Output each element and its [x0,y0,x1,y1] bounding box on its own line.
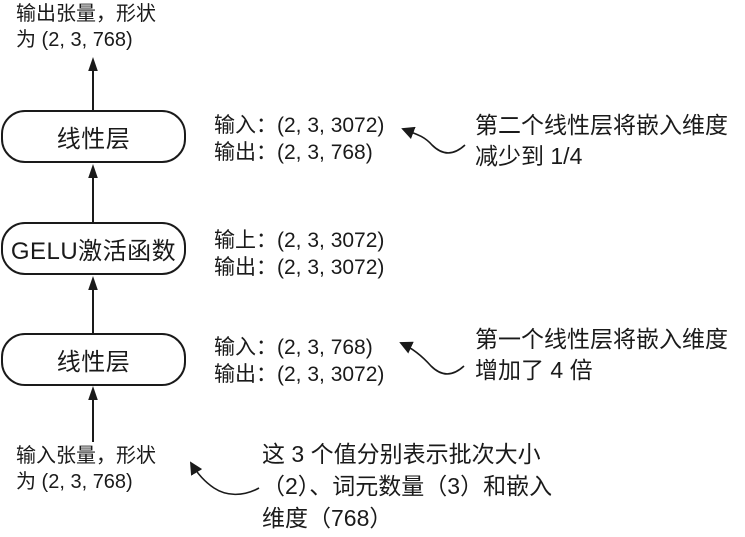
annotation-first-linear: 第一个线性层将嵌入维度 增加了 4 倍 [475,324,728,386]
output-tensor-label-line2: 为 (2, 3, 768) [16,29,133,51]
annotation-pointer-first-linear [399,341,465,375]
linear-layer-2-io-output: 输出：(2, 3, 768) [214,141,373,164]
annotation-tensor-shape-line3: 维度（768） [262,505,393,531]
linear-layer-2-io: 输入：(2, 3, 3072) 输出：(2, 3, 768) [214,112,384,166]
output-tensor-label-line1: 输出张量，形状 [16,3,156,25]
arrow-up-linear1-to-gelu [88,276,98,333]
output-tensor-label: 输出张量，形状 为 (2, 3, 768) [16,1,156,53]
gelu-activation-io-input: 输上：(2, 3, 3072) [214,229,385,252]
gelu-activation-box: GELU激活函数 [1,222,186,275]
linear-layer-1-io-output: 输出：(2, 3, 3072) [214,363,385,386]
linear-layer-1-io-input: 输入：(2, 3, 768) [214,336,373,359]
linear-layer-2-io-input: 输入：(2, 3, 3072) [214,114,385,137]
annotation-pointer-tensor-shape [189,461,260,496]
linear-layer-2-box: 线性层 [1,110,186,163]
annotation-tensor-shape: 这 3 个值分别表示批次大小 （2）、词元数量（3）和嵌入 维度（768） [262,438,552,534]
arrow-up-input-to-linear1 [88,386,98,442]
annotation-pointer-second-linear [401,126,466,154]
annotation-second-linear-line2: 减少到 1/4 [475,143,583,169]
annotation-first-linear-line1: 第一个线性层将嵌入维度 [475,326,728,352]
gelu-activation-label: GELU激活函数 [10,238,177,265]
annotation-first-linear-line2: 增加了 4 倍 [475,357,593,383]
linear-layer-2-label: 线性层 [56,126,131,153]
input-tensor-label: 输入张量，形状 为 (2, 3, 768) [16,443,156,495]
arrow-up-gelu-to-linear2 [88,164,98,222]
input-tensor-label-line2: 为 (2, 3, 768) [16,471,133,493]
input-tensor-label-line1: 输入张量，形状 [16,445,156,467]
annotation-second-linear-line1: 第二个线性层将嵌入维度 [475,112,728,138]
gelu-activation-io: 输上：(2, 3, 3072) 输出：(2, 3, 3072) [214,227,384,281]
linear-layer-1-label: 线性层 [56,349,131,376]
annotation-tensor-shape-line1: 这 3 个值分别表示批次大小 [262,441,541,467]
annotation-second-linear: 第二个线性层将嵌入维度 减少到 1/4 [475,110,728,172]
annotation-tensor-shape-line2: （2）、词元数量（3）和嵌入 [262,473,553,499]
gelu-activation-io-output: 输出：(2, 3, 3072) [214,256,385,279]
arrow-up-to-output [88,57,98,110]
linear-layer-1-box: 线性层 [1,333,186,386]
linear-layer-1-io: 输入：(2, 3, 768) 输出：(2, 3, 3072) [214,334,384,388]
